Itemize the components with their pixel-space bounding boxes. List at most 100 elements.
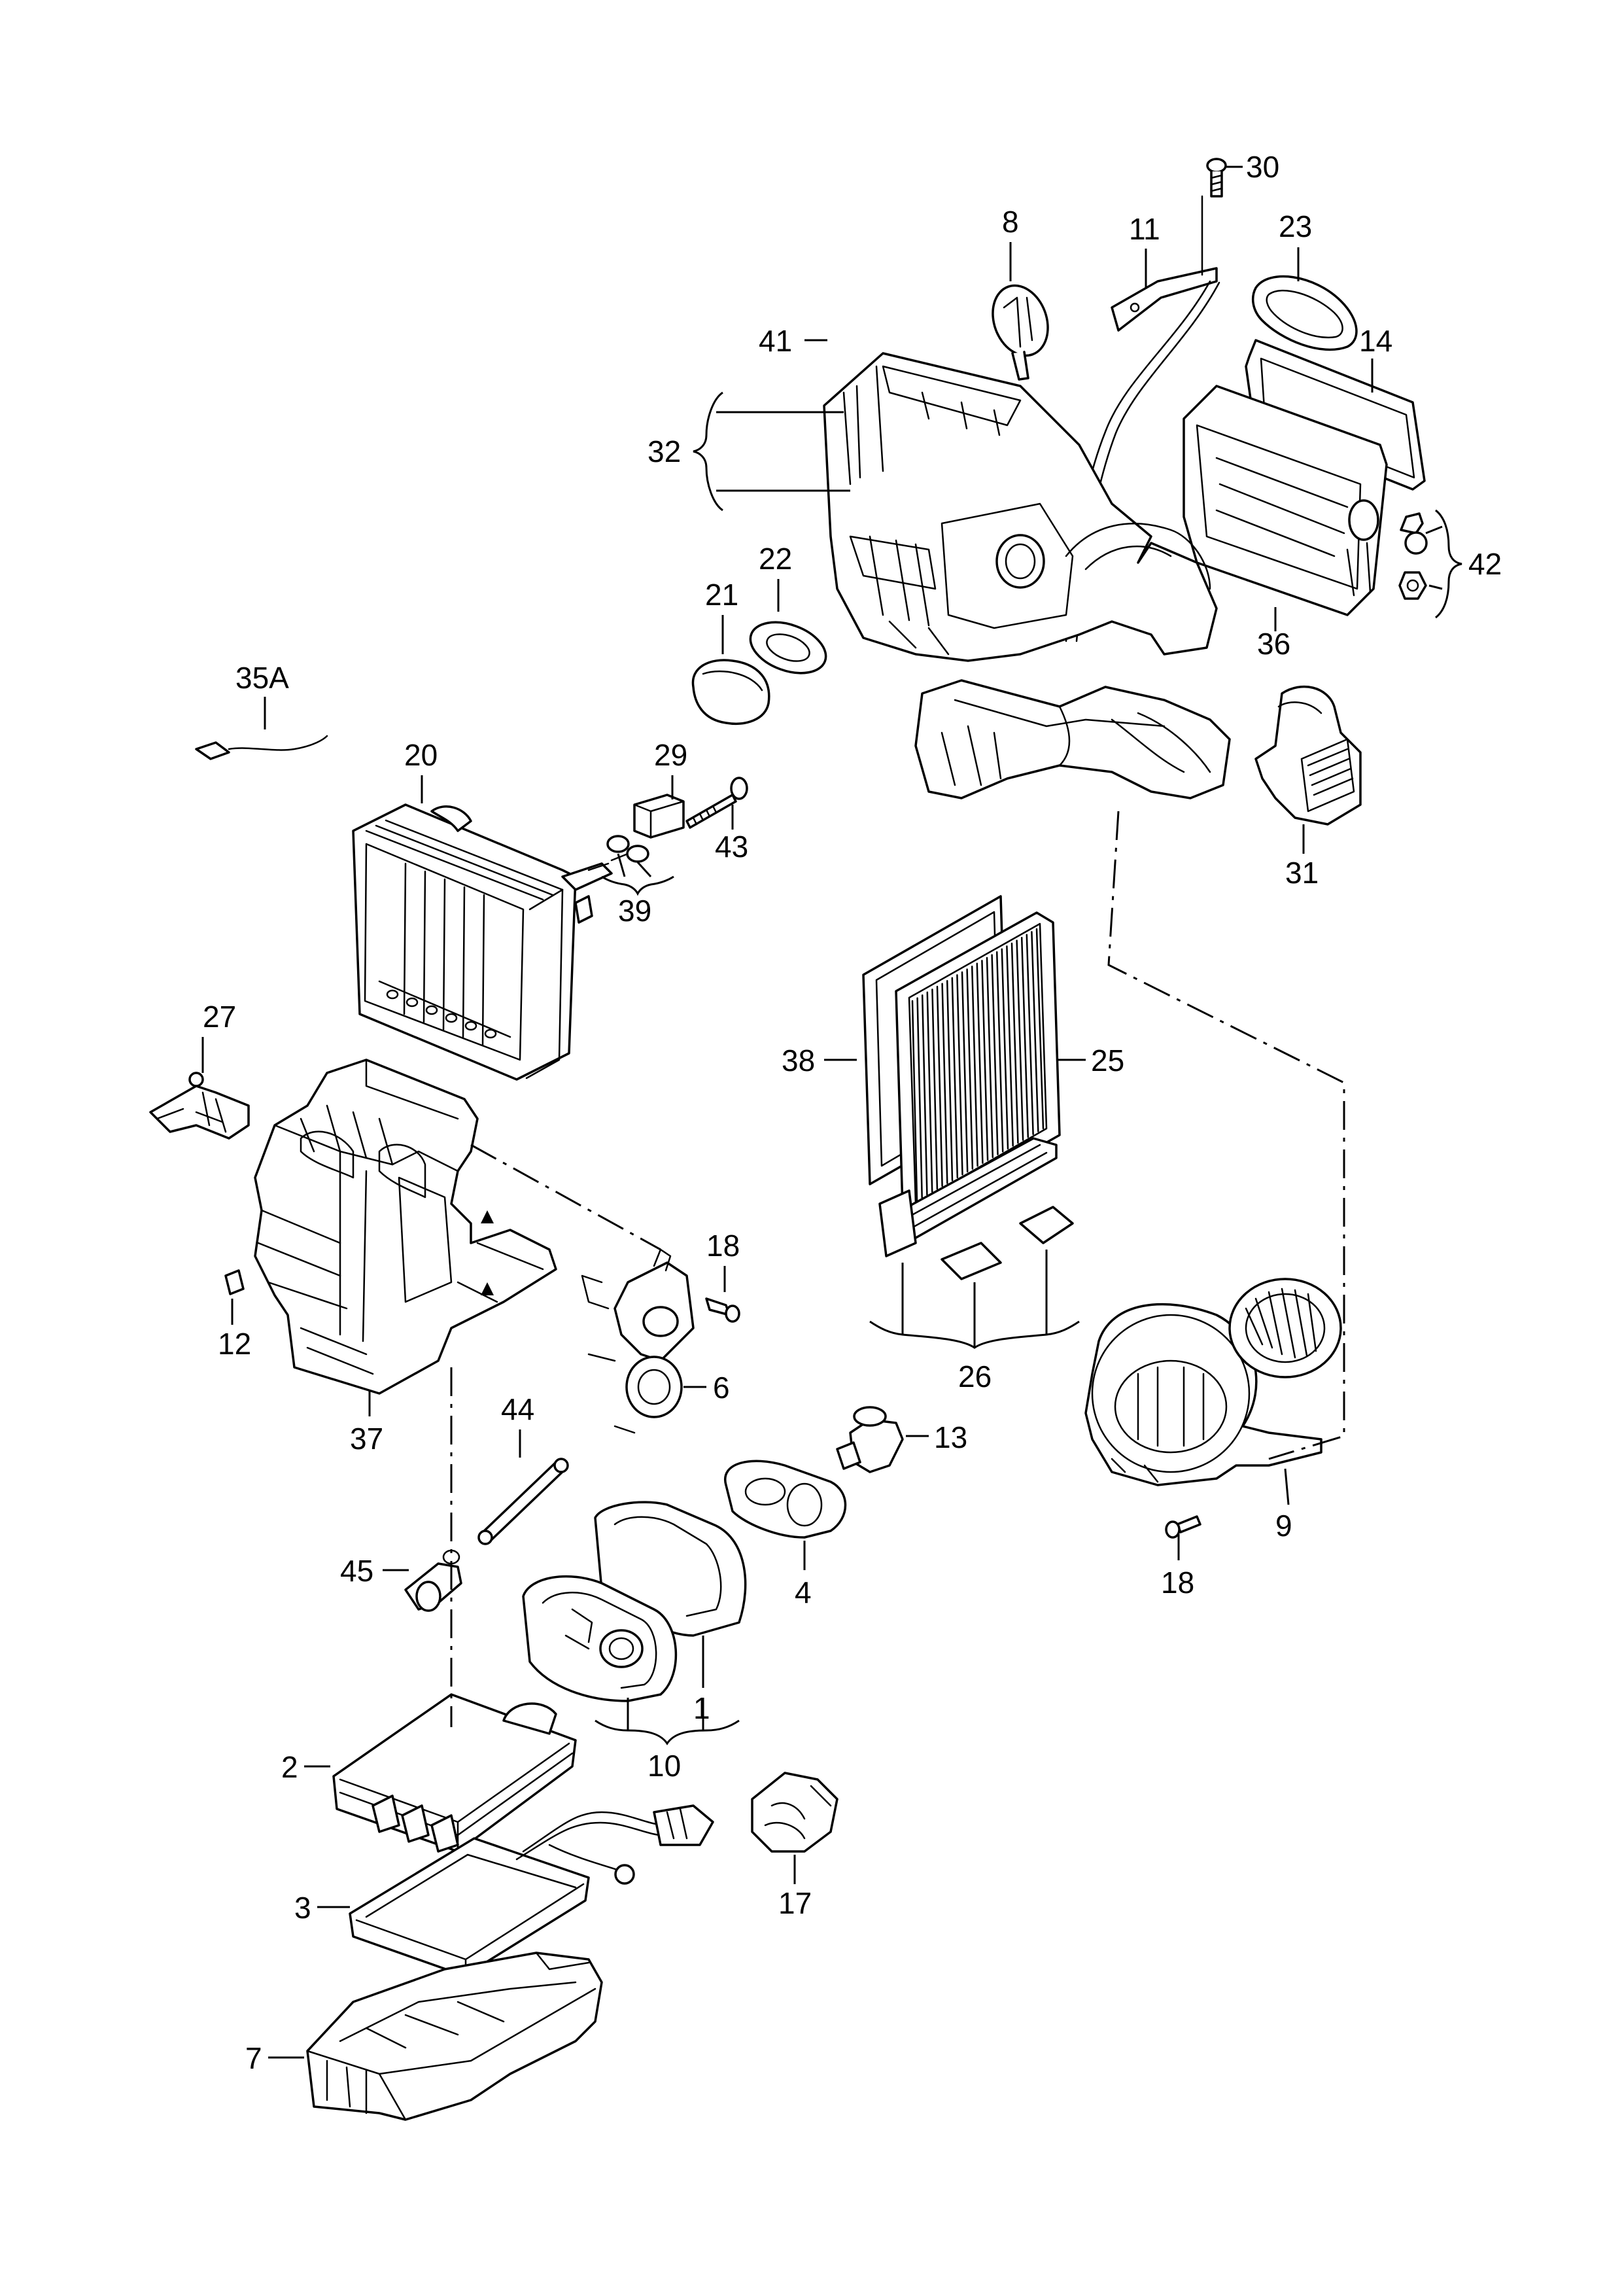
filter-pleat-line [995,951,1004,1153]
part-7-lower-housing [306,1952,603,2121]
filter-pleat-line [961,971,969,1173]
callout-18-upper: 18 [706,1229,740,1263]
filter-pleat-line [936,985,943,1187]
callout-7: 7 [245,2041,262,2075]
filter-pleat-line [1016,939,1024,1141]
part-37-heater-box [254,1059,557,1395]
callout-25: 25 [1091,1043,1124,1077]
part-32-lower-duct [914,679,1231,799]
callout-4: 4 [795,1575,812,1609]
part-12-clip [224,1269,245,1295]
filter-pleat-line [981,960,989,1161]
callout-41: 41 [759,324,792,358]
part-29-block [633,794,685,839]
callout-39: 39 [618,894,651,928]
part-13-elbow-connector [836,1406,904,1473]
part-18-screw-upper [705,1297,740,1323]
part-3-heat-exchanger-with-pipes [349,1804,714,1977]
part-6-actuator [581,1248,695,1434]
part-21-cap [691,659,770,725]
filter-pleat-line [916,997,923,1199]
part-27-bracket [149,1072,250,1140]
filter-pleats [911,928,1045,1202]
callout-37: 37 [350,1422,383,1456]
callout-31: 31 [1285,856,1319,890]
callout-45: 45 [340,1554,373,1588]
part-44-linkage-rod [477,1458,569,1545]
filter-pleat-line [1035,928,1045,1130]
part-35a-sensor [195,735,328,760]
part-42-gears [1398,512,1428,600]
callout-20: 20 [404,738,438,772]
callout-36: 36 [1257,627,1290,661]
part-4-seal [723,1460,847,1539]
callout-42: 42 [1468,547,1502,581]
part-25-cabin-filter [888,911,1061,1241]
part-43-bolt [685,777,748,829]
part-23-seal-ring [1251,275,1358,351]
filter-pleat-line [1006,945,1014,1147]
filter-pleat-line [991,954,999,1155]
callout-22: 22 [759,542,792,576]
callout-14: 14 [1359,324,1392,358]
callout-43: 43 [715,830,748,864]
callout-30: 30 [1246,150,1279,184]
callout-38: 38 [782,1043,815,1077]
part-39-o-rings [606,835,649,863]
callout-9: 9 [1275,1509,1292,1543]
callout-21: 21 [705,578,738,612]
filter-pleat-line [1001,948,1009,1150]
part-18-screw-lower [1165,1515,1201,1539]
filter-pleat-line [946,979,954,1182]
part-31-actuator-motor [1254,685,1362,826]
filter-pleat-line [921,994,928,1196]
callout-11: 11 [1129,212,1160,246]
filter-pleat-line [976,962,984,1165]
filter-pleat-line [941,983,948,1184]
part-45-lever [404,1549,462,1612]
callout-32: 32 [648,434,681,468]
callout-27: 27 [203,1000,236,1034]
filter-pleat-line [951,977,959,1179]
callout-10: 10 [648,1749,681,1783]
callout-2: 2 [281,1750,298,1784]
callout-18-lower: 18 [1161,1566,1194,1600]
callout-17: 17 [778,1886,812,1920]
part-9-blower-motor [1084,1278,1342,1486]
part-10-seal-set [522,1575,678,1702]
callout-29: 29 [654,738,687,772]
filter-pleat-line [986,956,994,1159]
filter-pleat-line [1026,934,1034,1136]
part-32-heater-housing [823,352,1218,662]
part-2-heater-core [332,1693,577,1853]
filter-pleat-line [911,1000,918,1202]
part-20-evaporator [352,803,629,1081]
callout-26: 26 [958,1359,992,1393]
callout-3: 3 [294,1891,311,1925]
filter-pleat-line [1031,931,1039,1132]
filter-pleat-line [1011,942,1019,1144]
callout-labels: 30 8 11 23 41 14 32 42 22 21 36 35A 20 2… [203,150,1502,2075]
callout-35a: 35A [235,661,289,695]
callout-6: 6 [713,1371,730,1405]
part-30-screw [1206,158,1227,198]
leader-lines [201,166,1462,2059]
filter-pleat-line [971,965,978,1167]
callout-13: 13 [934,1420,967,1454]
part-17-actuator [751,1772,838,1853]
part-8-flap [992,284,1049,381]
filter-pleat-line [926,991,933,1193]
filter-pleat-line [956,974,963,1176]
part-36-recirculation-housing [1183,385,1388,616]
callout-8: 8 [1002,205,1019,239]
part-22-sealing-ring [749,621,827,674]
dashed-assembly-lines [450,811,1345,1727]
filter-pleat-line [966,968,974,1170]
callout-1: 1 [693,1691,710,1725]
callout-12: 12 [218,1327,251,1361]
callout-44: 44 [501,1392,534,1426]
callout-23: 23 [1279,209,1312,243]
part-26-clips [878,1189,1074,1280]
filter-pleat-line [931,989,939,1190]
